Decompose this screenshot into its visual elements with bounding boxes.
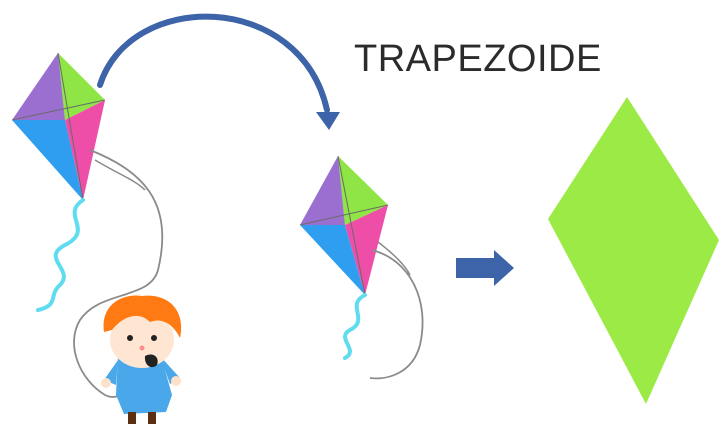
kite-string-middle [369,249,424,380]
child-character-icon [101,295,182,424]
kite-string-left [73,149,164,398]
rhombus-shape [548,97,719,404]
curved-arrow-icon [97,13,340,130]
kite-ribbon-left [36,198,85,312]
arrow-right-icon [456,250,514,286]
kite-icon-left [11,52,106,201]
kite-icon-middle [299,155,389,296]
shape-title: TRAPEZOIDE [354,38,602,80]
kite-ribbon-middle [343,293,367,360]
